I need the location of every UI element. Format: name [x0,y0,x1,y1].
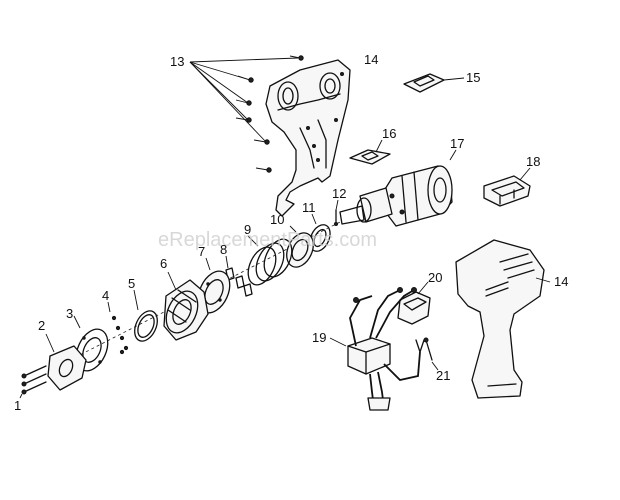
callout-2: 2 [38,318,45,333]
planetary-gear-ring[interactable] [282,225,319,271]
callout-13: 13 [170,54,184,69]
housing-half-left[interactable] [265,59,351,217]
callout-17: 17 [450,136,464,151]
callout-14-top: 14 [364,52,378,67]
end-plate-screws[interactable] [19,365,47,399]
ring-gear-washer[interactable] [306,213,334,254]
callout-3: 3 [66,306,73,321]
callout-18: 18 [526,154,540,169]
callout-7: 7 [198,244,205,259]
callout-12: 12 [332,186,346,201]
callout-11: 11 [302,200,316,215]
callout-4: 4 [102,288,109,303]
torque-adjustment-collar[interactable] [160,271,209,341]
callout-21: 21 [436,368,450,383]
callout-14-side: 14 [554,274,568,289]
spindle-pin[interactable] [334,199,339,226]
end-plate[interactable] [45,333,87,391]
battery-latch[interactable] [483,167,531,207]
callout-20: 20 [428,270,442,285]
collar-washer[interactable] [130,289,162,345]
switch-screw[interactable] [423,337,439,371]
callout-19: 19 [312,330,326,345]
forward-reverse-button[interactable] [349,139,391,165]
switch-cap[interactable] [403,73,465,93]
screw-set[interactable] [189,55,304,173]
callout-5: 5 [128,276,135,291]
motor-gearbox-assembly[interactable] [339,149,457,227]
callout-10: 10 [270,212,284,227]
callout-1: 1 [14,398,21,413]
trigger-switch-assembly[interactable] [329,287,425,411]
callout-16: 16 [382,126,396,141]
callout-15: 15 [466,70,480,85]
clutch-spring[interactable] [243,235,298,289]
housing-half-right[interactable] [455,239,551,399]
callout-6: 6 [160,256,167,271]
watermark-text: eReplacementParts.com [158,229,377,251]
steel-balls[interactable] [107,301,129,355]
callout-8: 8 [220,242,227,257]
callout-9: 9 [244,222,251,237]
